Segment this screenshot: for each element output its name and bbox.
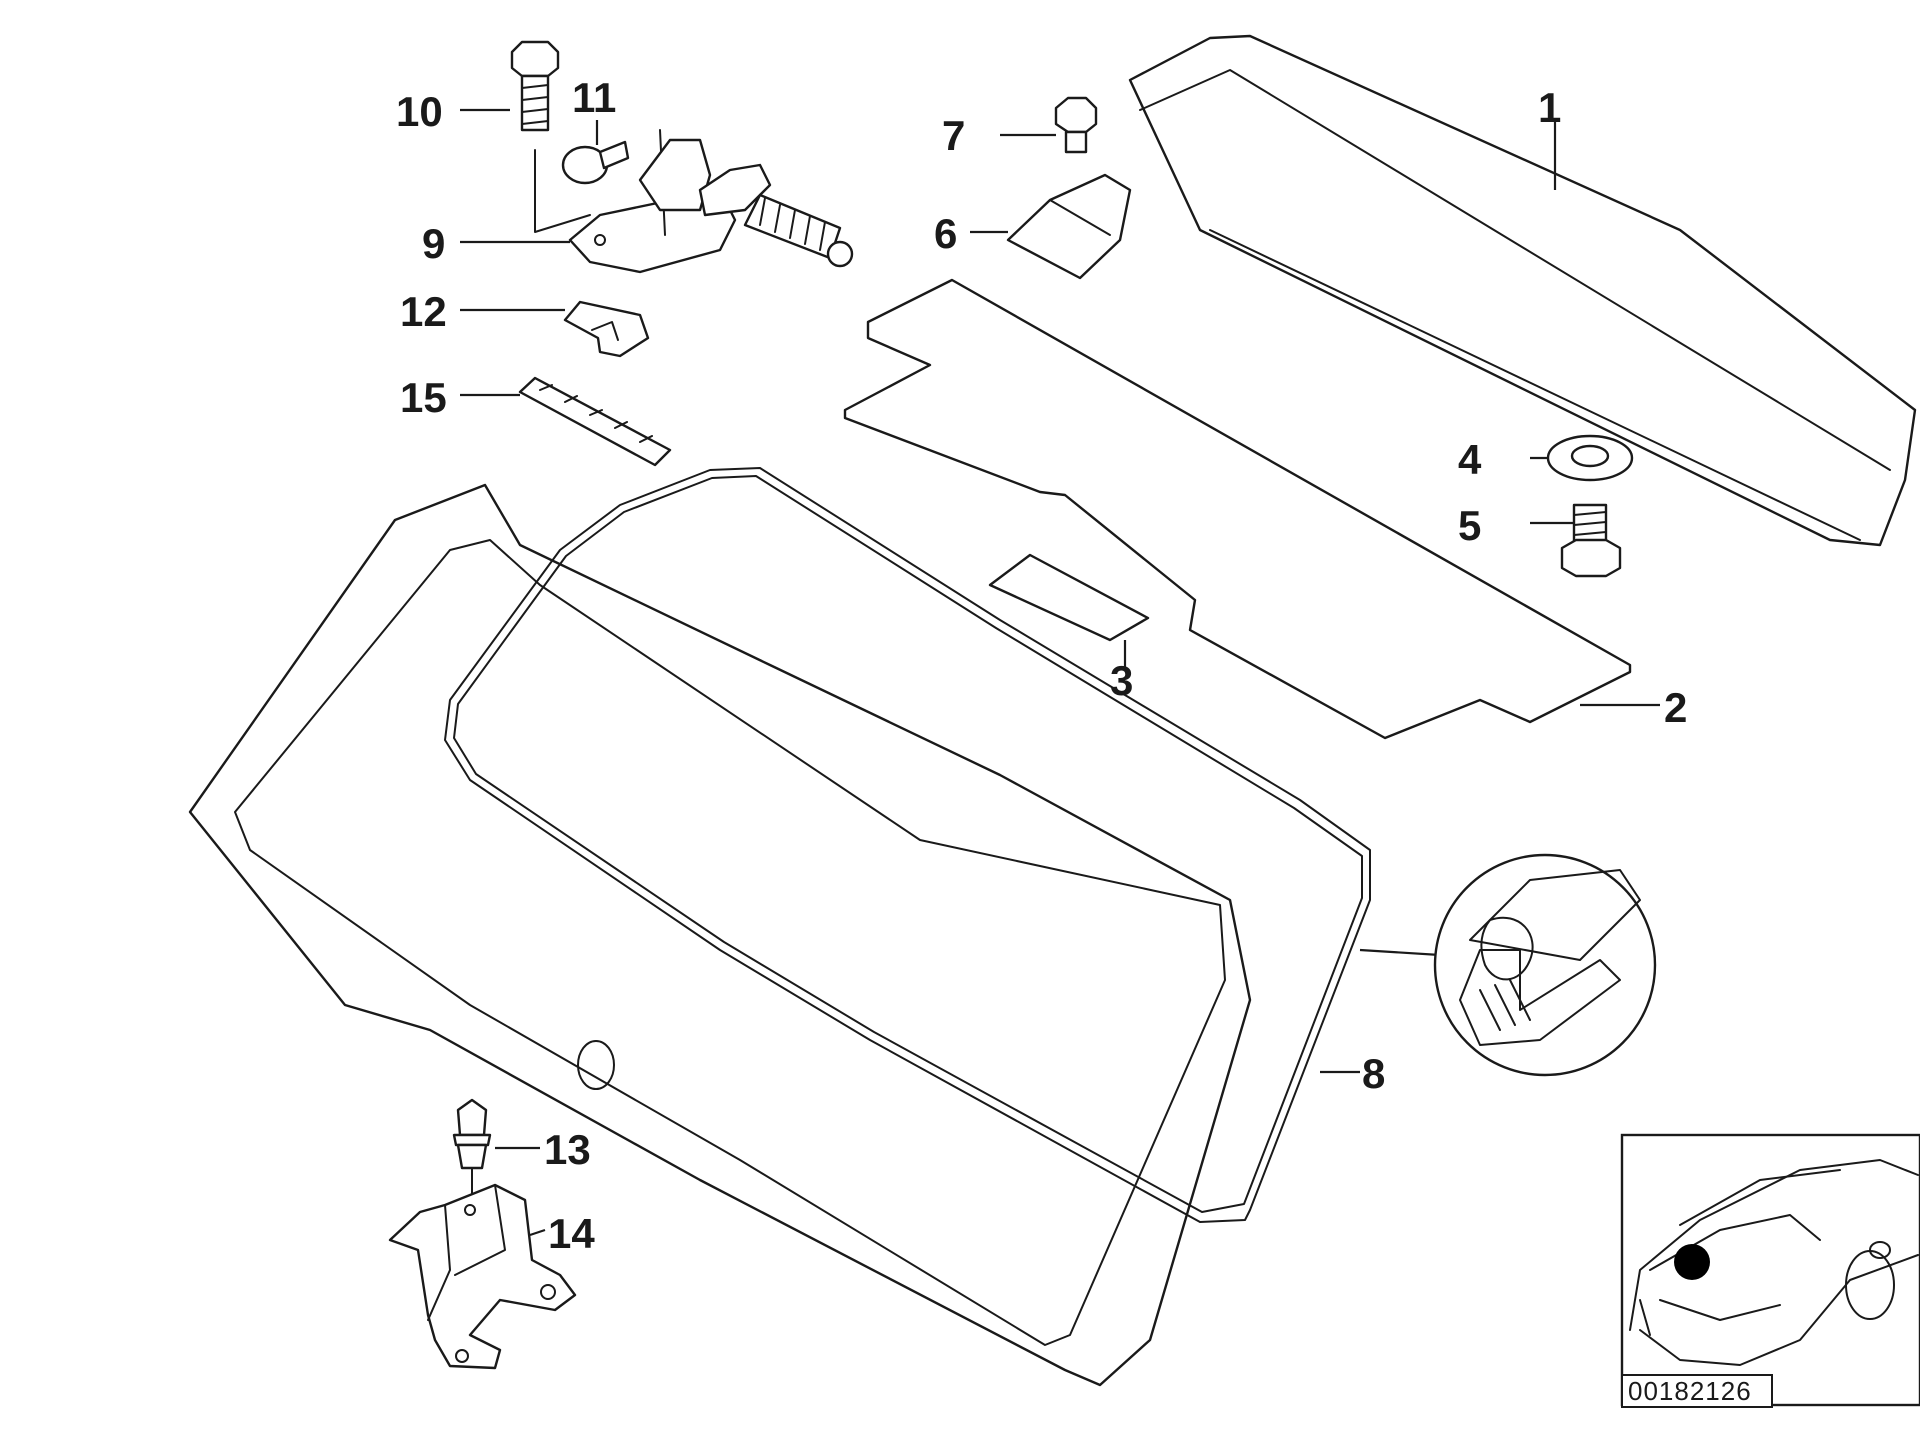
rear-window-glass-part-8 (188, 483, 1252, 1387)
bolt-part-7 (1054, 96, 1098, 154)
bracket-part-6 (1006, 173, 1132, 280)
callout-3: 3 (1110, 657, 1133, 704)
screw-part-11 (561, 140, 630, 185)
reference-number: 00182126 (1628, 1376, 1752, 1406)
pad-part-3 (988, 553, 1150, 642)
callout-5: 5 (1458, 502, 1481, 549)
callout-labels: 1 2 3 4 5 6 7 8 9 10 11 12 15 13 14 (396, 74, 1687, 1257)
callout-11: 11 (572, 74, 616, 121)
strip-part-15 (518, 376, 672, 467)
leader-lines (460, 108, 1660, 1237)
spoiler-part-1 (1128, 34, 1917, 547)
callout-12: 12 (400, 288, 447, 335)
callout-4: 4 (1458, 436, 1482, 483)
insulation-panel-part-2 (843, 278, 1632, 740)
location-marker (1674, 1244, 1710, 1280)
reference-number-box: 00182126 (1621, 1374, 1773, 1408)
window-seal-part-8 (444, 467, 1371, 1223)
vehicle-location-inset (1620, 1133, 1920, 1407)
bolt-part-5 (1560, 503, 1622, 578)
callout-15: 15 (400, 374, 447, 421)
callout-2: 2 (1664, 684, 1687, 731)
washer-part-4 (1546, 434, 1634, 482)
seal-detail-inset (1359, 853, 1657, 1077)
sensor-part-13 (452, 1098, 492, 1231)
callout-8: 8 (1362, 1050, 1385, 1097)
callout-1: 1 (1538, 84, 1561, 131)
callout-9: 9 (422, 220, 445, 267)
bolt-part-10 (510, 40, 560, 132)
callout-6: 6 (934, 210, 957, 257)
callout-7: 7 (942, 112, 965, 159)
callout-10: 10 (396, 88, 443, 135)
callout-14: 14 (548, 1210, 595, 1257)
clip-part-12 (563, 300, 650, 358)
strut-assembly (638, 138, 854, 268)
bracket-part-14 (388, 1183, 577, 1370)
callout-13: 13 (544, 1126, 591, 1173)
